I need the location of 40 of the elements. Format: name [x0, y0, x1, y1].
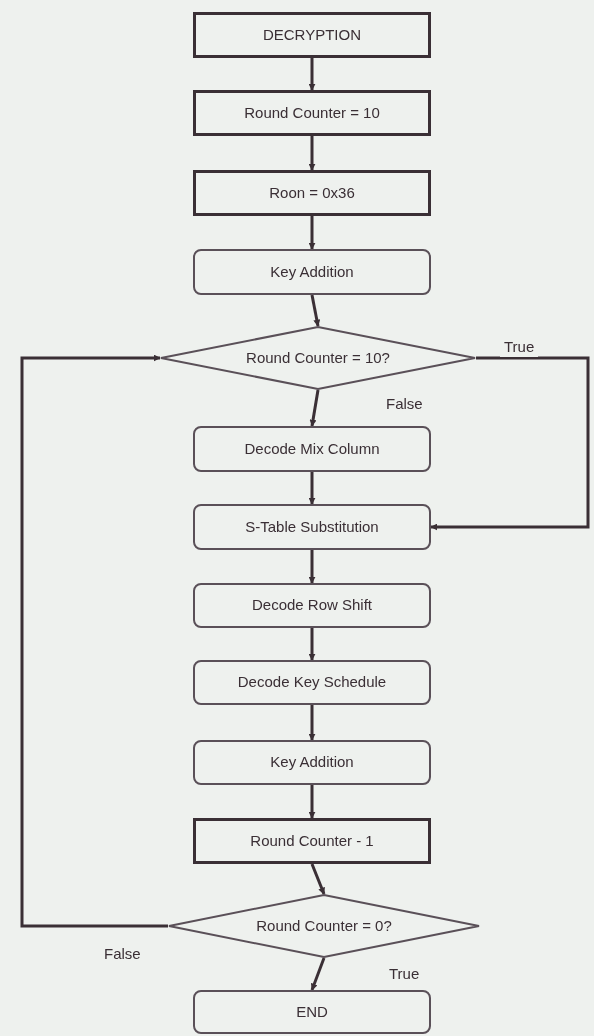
arrow — [310, 294, 321, 327]
node-text: Decode Mix Column — [244, 438, 380, 459]
node-text: DECRYPTION — [262, 24, 362, 45]
arrow — [20, 354, 168, 928]
arrow — [310, 863, 326, 895]
arrow — [308, 472, 316, 505]
node-text: Round Counter = 10? — [246, 347, 390, 368]
arrow — [309, 389, 320, 427]
process-box — [193, 740, 431, 785]
arrow — [308, 785, 316, 819]
node-text: Round Counter - 1 — [250, 830, 374, 851]
arrow — [308, 136, 316, 171]
process-box — [193, 426, 431, 472]
process-box — [193, 583, 431, 628]
node-text: Roon = 0x36 — [269, 182, 355, 203]
node-text: END — [296, 1001, 328, 1022]
node-text: S-Table Substitution — [245, 516, 379, 537]
process-box — [193, 90, 431, 136]
process-box — [193, 170, 431, 216]
arrow — [310, 957, 326, 991]
node-text: Decode Key Schedule — [237, 672, 387, 693]
arrow — [430, 356, 590, 531]
node-text: Decode Row Shift — [251, 595, 373, 616]
decision-diamond — [160, 326, 476, 390]
arrow — [308, 58, 316, 91]
process-box — [193, 249, 431, 295]
process-box — [193, 818, 431, 864]
arrow — [308, 628, 316, 661]
process-box — [193, 660, 431, 705]
node-text: Key Addition — [270, 261, 354, 282]
process-box — [193, 504, 431, 550]
arrow — [308, 550, 316, 584]
node-text: Round Counter = 0? — [256, 915, 392, 936]
arrow — [308, 705, 316, 741]
node-text: Round Counter = 10 — [244, 102, 380, 123]
decision-diamond — [168, 894, 480, 958]
node-text: Key Addition — [270, 752, 354, 773]
process-box — [193, 990, 431, 1034]
arrow — [308, 216, 316, 250]
process-box — [193, 12, 431, 58]
